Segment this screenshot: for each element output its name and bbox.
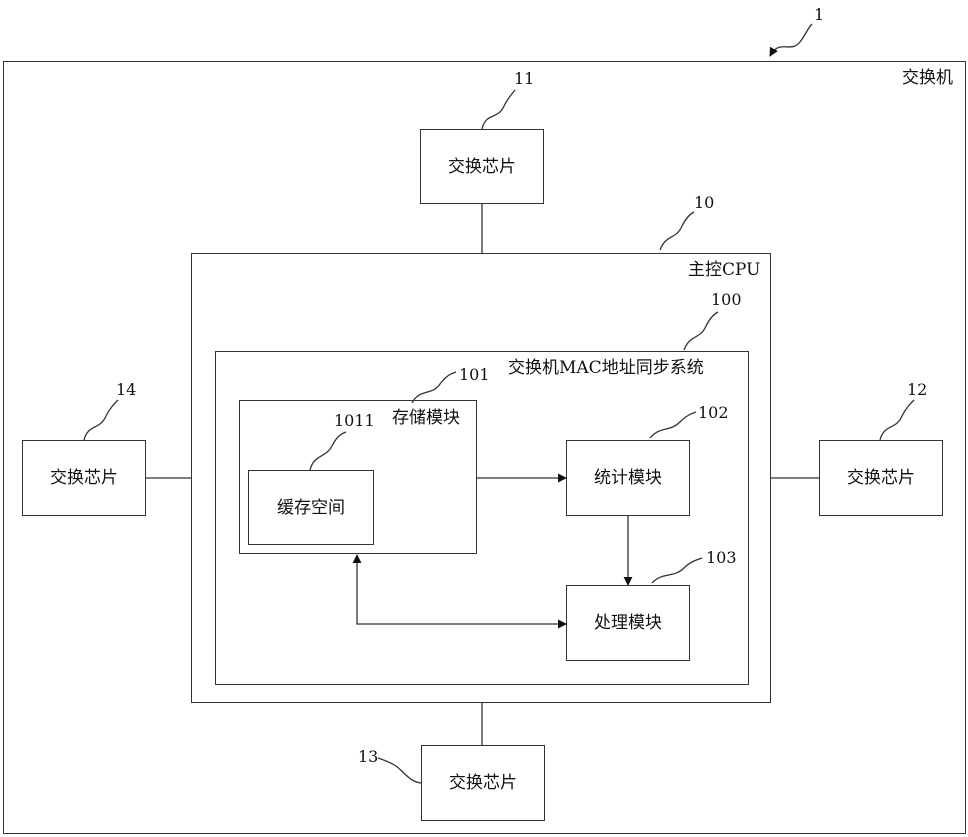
ref-12: 12: [907, 381, 927, 399]
ref-103: 103: [706, 549, 737, 567]
leader-11: [482, 90, 515, 129]
ref-14: 14: [116, 381, 136, 399]
ref-101: 101: [459, 366, 490, 384]
leader-14: [84, 400, 118, 440]
ref-13: 13: [358, 748, 378, 766]
leader-103: [652, 558, 702, 583]
ref-10: 10: [694, 194, 714, 212]
ref-102: 102: [698, 404, 729, 422]
leader-1011: [310, 432, 346, 470]
leader-101: [412, 372, 456, 403]
leader-102: [650, 412, 696, 438]
leader-13: [378, 758, 421, 783]
ref-100: 100: [711, 291, 742, 309]
ref-1011: 1011: [334, 412, 375, 430]
leader-1: [770, 24, 812, 56]
arrow-processing-storage: [357, 555, 566, 624]
leader-12: [880, 400, 914, 440]
leader-100: [684, 312, 718, 350]
ref-11: 11: [514, 70, 534, 88]
leader-10: [660, 212, 694, 250]
ref-1: 1: [814, 6, 824, 24]
